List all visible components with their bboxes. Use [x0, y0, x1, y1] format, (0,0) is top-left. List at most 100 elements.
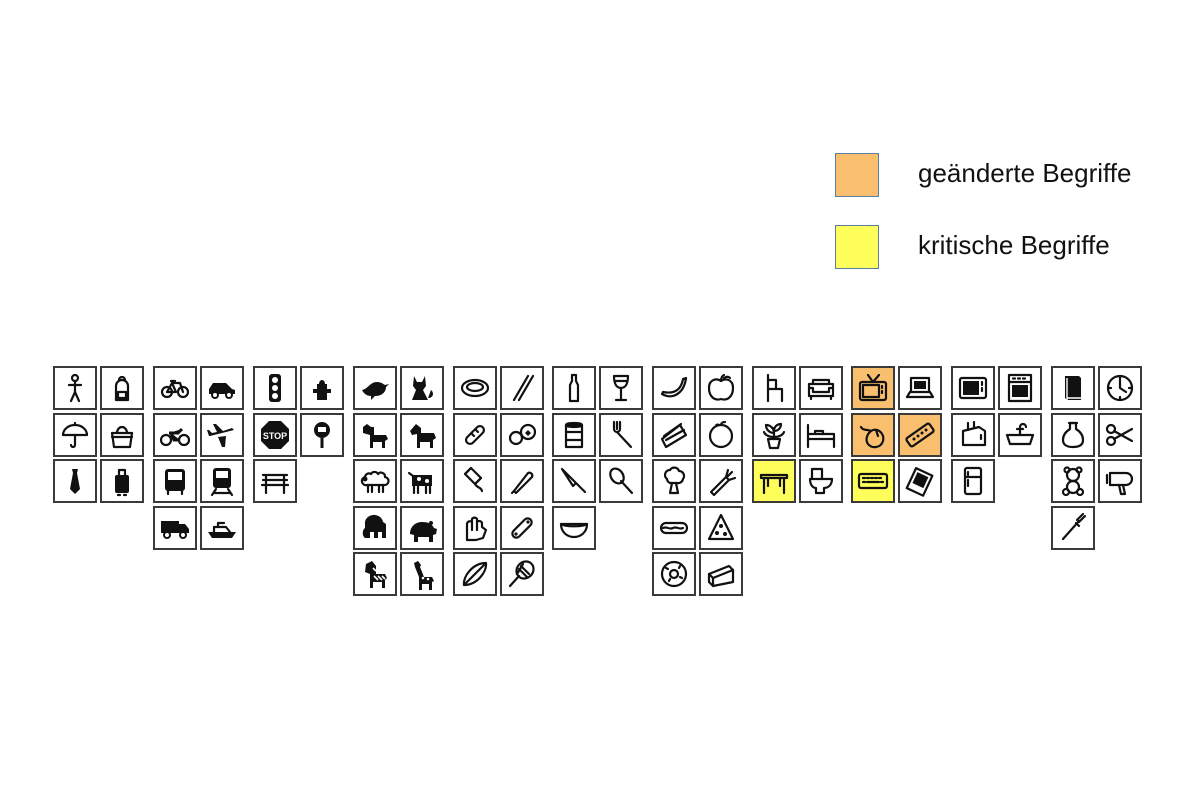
category-tile-banana — [652, 366, 696, 410]
cake-icon — [705, 558, 737, 590]
category-tile-truck — [153, 506, 197, 550]
legend-swatch-changed — [835, 153, 879, 197]
airplane-icon — [206, 419, 238, 451]
pizza-icon — [705, 512, 737, 544]
bowl-icon — [558, 512, 590, 544]
truck-icon — [159, 512, 191, 544]
category-tile-broccoli — [652, 459, 696, 503]
svg-text:STOP: STOP — [263, 431, 287, 441]
category-tile-couch — [799, 366, 843, 410]
fire-hydrant-icon — [306, 372, 338, 404]
category-tile-microwave — [951, 366, 995, 410]
category-tile-hair-drier — [1098, 459, 1142, 503]
giraffe-icon — [406, 558, 438, 590]
banana-icon — [658, 372, 690, 404]
category-tile-horse — [400, 413, 444, 457]
tv-icon — [857, 372, 889, 404]
category-tile-toaster — [951, 413, 995, 457]
toaster-icon — [957, 419, 989, 451]
donut-icon — [658, 558, 690, 590]
category-tile-cow — [400, 459, 444, 503]
category-tile-cell-phone — [898, 459, 942, 503]
category-tile-remote — [898, 413, 942, 457]
category-tile-tennis-racket — [500, 552, 544, 596]
cell-phone-icon — [904, 465, 936, 497]
category-tile-boat — [200, 506, 244, 550]
hair-drier-icon — [1104, 465, 1136, 497]
cup-icon — [558, 419, 590, 451]
category-tile-carrot — [699, 459, 743, 503]
category-tile-traffic-light — [253, 366, 297, 410]
category-tile-sink — [998, 413, 1042, 457]
sheep-icon — [359, 465, 391, 497]
category-tile-stop-sign: STOP — [253, 413, 297, 457]
vase-icon — [1057, 419, 1089, 451]
category-tile-hot-dog — [652, 506, 696, 550]
necktie-icon — [59, 465, 91, 497]
category-tile-apple — [699, 366, 743, 410]
toothbrush-icon — [1057, 512, 1089, 544]
bus-icon — [159, 465, 191, 497]
category-tile-fork — [599, 413, 643, 457]
category-tile-cake — [699, 552, 743, 596]
keyboard-icon — [857, 465, 889, 497]
stop-sign-icon: STOP — [259, 419, 291, 451]
category-tile-bed — [799, 413, 843, 457]
teddy-bear-icon — [1057, 465, 1089, 497]
category-tile-cat — [400, 366, 444, 410]
category-tile-skis — [500, 366, 544, 410]
clock-icon — [1104, 372, 1136, 404]
potted-plant-icon — [758, 419, 790, 451]
umbrella-icon — [59, 419, 91, 451]
mouse-icon — [857, 419, 889, 451]
category-tile-parking-meter — [300, 413, 344, 457]
category-tile-spoon — [599, 459, 643, 503]
category-tile-dog — [353, 413, 397, 457]
category-tile-backpack — [100, 366, 144, 410]
category-tile-motorcycle — [153, 413, 197, 457]
category-tile-sports-ball — [500, 413, 544, 457]
category-tile-bird — [353, 366, 397, 410]
microwave-icon — [957, 372, 989, 404]
tennis-racket-icon — [506, 558, 538, 590]
category-tile-bear — [400, 506, 444, 550]
category-tile-umbrella — [53, 413, 97, 457]
suitcase-icon — [106, 465, 138, 497]
category-tile-tv — [851, 366, 895, 410]
hot-dog-icon — [658, 512, 690, 544]
scissors-icon — [1104, 419, 1136, 451]
baseball-bat-icon — [506, 465, 538, 497]
legend-swatch-critical — [835, 225, 879, 269]
category-tile-sandwich — [652, 413, 696, 457]
category-tile-snowboard — [453, 413, 497, 457]
surfboard-icon — [459, 558, 491, 590]
category-tile-skateboard — [500, 506, 544, 550]
category-tile-baseball-bat — [500, 459, 544, 503]
bicycle-icon — [159, 372, 191, 404]
book-icon — [1057, 372, 1089, 404]
category-tile-refrigerator — [951, 459, 995, 503]
category-tile-zebra — [353, 552, 397, 596]
category-tile-train — [200, 459, 244, 503]
category-tile-car — [200, 366, 244, 410]
category-tile-clock — [1098, 366, 1142, 410]
laptop-icon — [904, 372, 936, 404]
fork-icon — [605, 419, 637, 451]
bed-icon — [805, 419, 837, 451]
horse-icon — [406, 419, 438, 451]
category-tile-book — [1051, 366, 1095, 410]
spoon-icon — [605, 465, 637, 497]
zebra-icon — [359, 558, 391, 590]
bear-icon — [406, 512, 438, 544]
frisbee-icon — [459, 372, 491, 404]
category-tile-surfboard — [453, 552, 497, 596]
toilet-icon — [805, 465, 837, 497]
category-tile-bicycle — [153, 366, 197, 410]
apple-icon — [705, 372, 737, 404]
category-tile-kite — [453, 459, 497, 503]
skateboard-icon — [506, 512, 538, 544]
category-tile-person — [53, 366, 97, 410]
train-icon — [206, 465, 238, 497]
sandwich-icon — [658, 419, 690, 451]
